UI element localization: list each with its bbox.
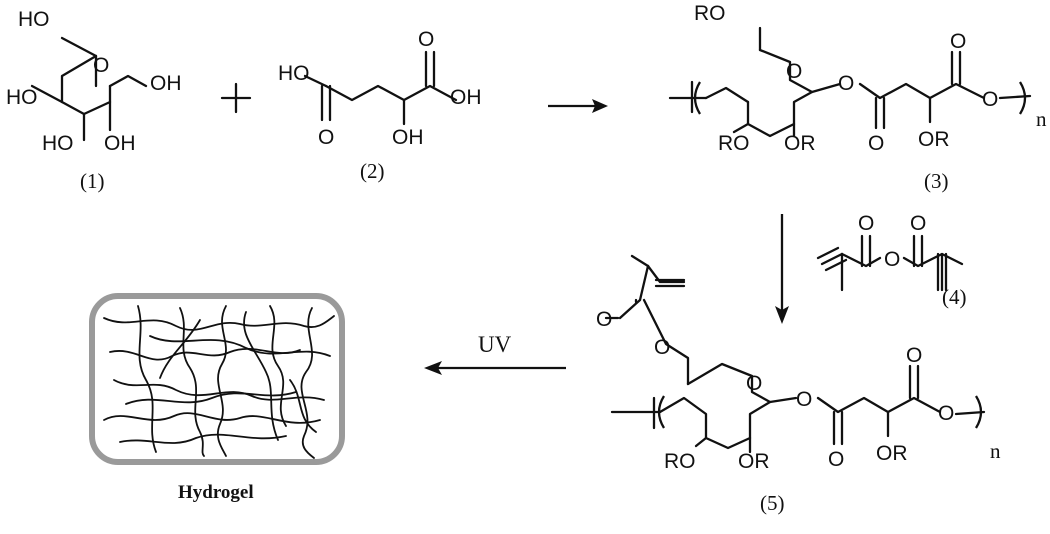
compound-3-polyester: RO O O O O O RO OR OR n (3) (668, 2, 1047, 193)
atom-label: HO (278, 62, 310, 85)
uv-arrow: UV (424, 332, 566, 375)
hydrogel-label: Hydrogel (178, 482, 254, 503)
atom-label: O (950, 30, 966, 53)
compound-label-4: (4) (942, 285, 967, 309)
plus-sign (220, 82, 252, 114)
atom-label: O (982, 88, 998, 111)
compound-label-1: (1) (80, 169, 105, 193)
atom-label: HO (18, 8, 50, 31)
atom-label: O (318, 126, 334, 149)
atom-label: OH (392, 126, 424, 149)
compound-label-2: (2) (360, 159, 385, 183)
atom-label: RO (718, 132, 750, 155)
compound-4-methacrylic-anhydride: O O O (4) (816, 212, 967, 309)
atom-label: HO (42, 132, 74, 155)
atom-label: O (910, 212, 926, 235)
atom-label: OH (450, 86, 482, 109)
atom-label: RO (694, 2, 726, 25)
atom-label: O (746, 372, 762, 395)
atom-label: O (654, 336, 670, 359)
hydrogel-panel: Hydrogel (89, 293, 345, 503)
atom-label: OR (784, 132, 816, 155)
subscript-n: n (1036, 107, 1047, 131)
atom-label: O (838, 72, 854, 95)
atom-label: O (858, 212, 874, 235)
compound-1-glucose: HO O OH HO HO OH (1) (6, 8, 182, 193)
compound-label-5: (5) (760, 491, 785, 515)
atom-label: RO (664, 450, 696, 473)
atom-label: O (884, 248, 900, 271)
subscript-n: n (990, 439, 1001, 463)
atom-label: OR (918, 128, 950, 151)
hydrogel-network (103, 305, 335, 459)
atom-label: O (596, 308, 612, 331)
atom-label: O (93, 54, 109, 77)
reaction-arrow-1 (548, 99, 608, 113)
atom-label: OR (738, 450, 770, 473)
compound-label-3: (3) (924, 169, 949, 193)
atom-label: O (828, 448, 844, 471)
atom-label: O (868, 132, 884, 155)
atom-label: HO (6, 86, 38, 109)
compound-5-methacrylated-polyester: O O O O O O O RO OR OR n (5) (596, 254, 1001, 515)
compound-2-malic-acid: HO O OH O OH (2) (278, 28, 482, 183)
atom-label: OH (104, 132, 136, 155)
reaction-arrow-2 (775, 214, 789, 324)
atom-label: O (938, 402, 954, 425)
atom-label: OH (150, 72, 182, 95)
atom-label: OR (876, 442, 908, 465)
atom-label: O (786, 60, 802, 83)
uv-label: UV (478, 332, 512, 357)
atom-label: O (418, 28, 434, 51)
atom-label: O (906, 344, 922, 367)
atom-label: O (796, 388, 812, 411)
